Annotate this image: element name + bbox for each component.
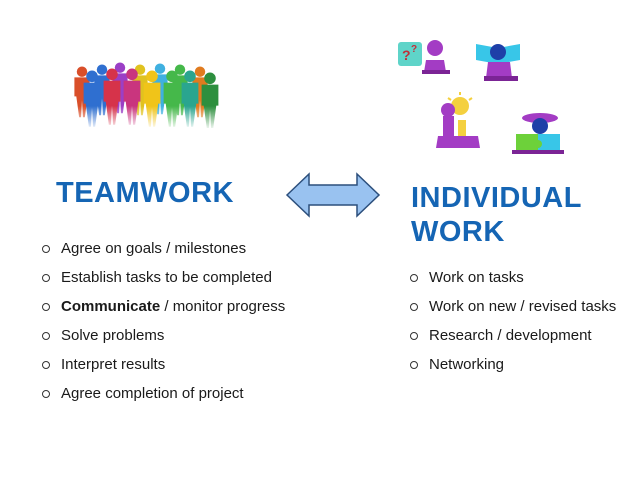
- list-item: Agree on goals / milestones: [42, 234, 285, 263]
- bullet-circle-icon: [42, 332, 50, 340]
- bullet-circle-icon: [42, 245, 50, 253]
- teamwork-list: Agree on goals / milestones Establish ta…: [42, 234, 285, 408]
- lightbulb-person-icon: [436, 92, 480, 148]
- individual-icons-group: ? ?: [398, 40, 564, 154]
- svg-text:?: ?: [411, 44, 417, 55]
- individual-heading-line2: WORK: [411, 216, 505, 248]
- list-item: Communicate / monitor progress: [42, 292, 285, 321]
- list-item: Agree completion of project: [42, 379, 285, 408]
- bullet-circle-icon: [410, 361, 418, 369]
- teamwork-heading: TEAMWORK: [56, 177, 234, 209]
- bullet-circle-icon: [42, 361, 50, 369]
- reading-person-icon: [476, 44, 520, 81]
- bullet-circle-icon: [410, 274, 418, 282]
- question-cube-person-icon: ? ?: [398, 40, 450, 74]
- bullet-circle-icon: [410, 332, 418, 340]
- people-group-icon: [68, 62, 228, 128]
- double-arrow-icon: [285, 172, 381, 218]
- list-item: Work on new / revised tasks: [410, 292, 616, 321]
- individual-heading-line1: INDIVIDUAL: [411, 182, 582, 214]
- bullet-circle-icon: [410, 303, 418, 311]
- list-item: Work on tasks: [410, 263, 616, 292]
- puzzle-person-icon: [512, 113, 564, 154]
- list-item: Solve problems: [42, 321, 285, 350]
- list-item: Establish tasks to be completed: [42, 263, 285, 292]
- bullet-circle-icon: [42, 274, 50, 282]
- list-item: Research / development: [410, 321, 616, 350]
- individual-work-list: Work on tasks Work on new / revised task…: [410, 263, 616, 379]
- reflection-fade: [68, 106, 228, 128]
- svg-text:?: ?: [402, 47, 411, 63]
- individual-work-heading: INDIVIDUAL WORK: [411, 181, 631, 249]
- bullet-circle-icon: [42, 303, 50, 311]
- list-item: Interpret results: [42, 350, 285, 379]
- bullet-circle-icon: [42, 390, 50, 398]
- list-item: Networking: [410, 350, 616, 379]
